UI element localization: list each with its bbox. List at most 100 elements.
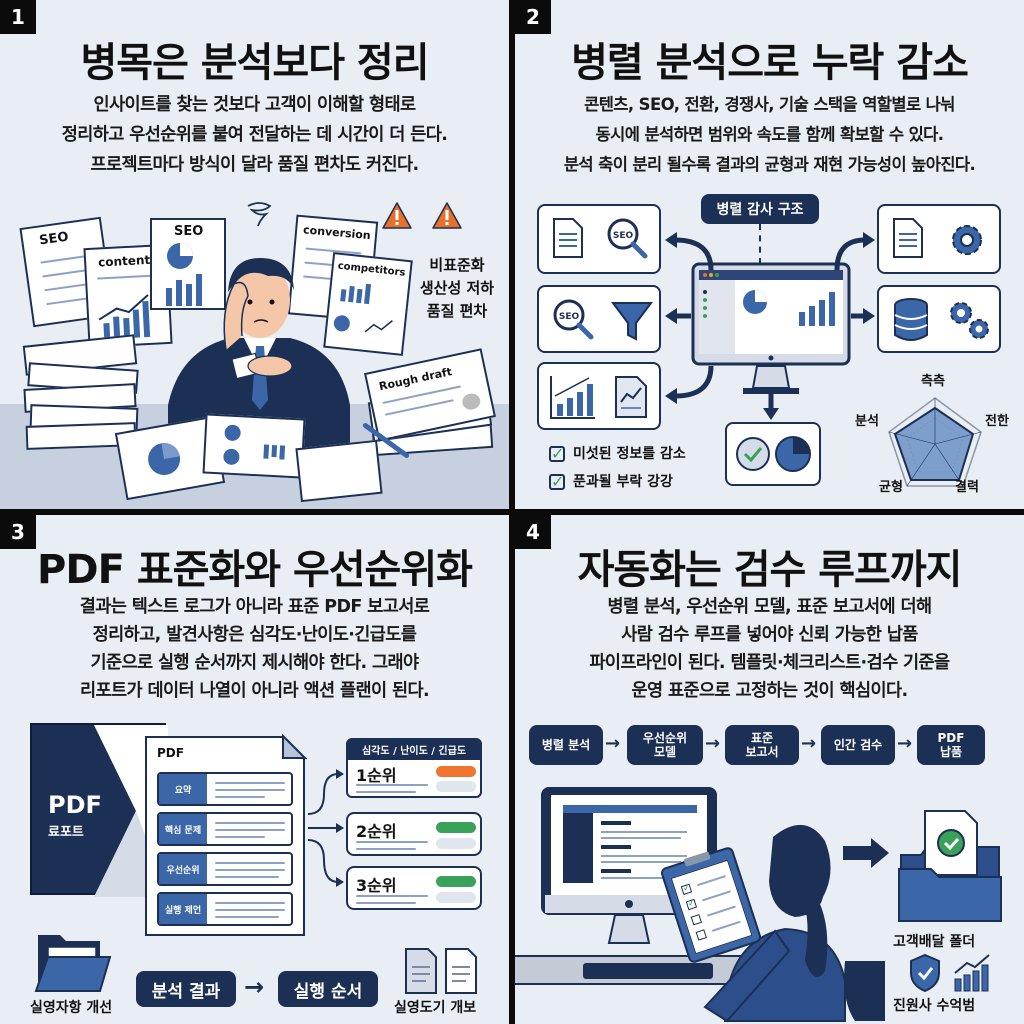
right-block-arrow-icon [843, 838, 889, 868]
panel-number: 2 [515, 0, 551, 34]
checkbox-checked-icon: ✓ [549, 444, 565, 463]
pdf-report-cover: PDF 료포트 [30, 723, 168, 897]
panel-1: 1 병목은 분석보다 정리 인사이트를 찾는 것보다 고객이 이해할 형태로 정… [0, 0, 509, 509]
right-arrow-icon: → [244, 973, 265, 1001]
trend-document-icon [615, 376, 647, 418]
checkbox-checked-icon: ✓ [685, 896, 698, 911]
priority-card-1: 1순위 [346, 758, 482, 798]
shield-check-icon [910, 953, 940, 993]
pie-chart-icon [166, 243, 202, 306]
rough-draft-stack: Rough draft [364, 348, 496, 464]
dashed-connector [759, 224, 761, 264]
radar-label: 측측 [921, 374, 945, 389]
competitors-document: competitors [323, 252, 413, 356]
description-line: 프로젝트마다 방식이 달라 품질 편차도 커진다. [90, 155, 419, 175]
right-arrow-icon: → [605, 733, 621, 754]
description-line: 기준으로 실행 순서까지 제시해야 한다. 그래야 [90, 653, 419, 673]
right-arrow-icon: → [897, 733, 913, 754]
description-line: 정리하고, 발견사항은 심각도·난이도·긴급도를 [92, 625, 417, 645]
right-arrow-icon: → [705, 733, 721, 754]
svg-text:SEO: SEO [559, 312, 580, 322]
panel-title: 병렬 분석으로 누락 감소 [571, 40, 969, 86]
pdf-document: PDF 요약 핵심 문제 우선순위 실행 제언 [145, 733, 308, 936]
checkbox-unchecked-icon [690, 914, 703, 926]
folder-icon [34, 935, 112, 992]
bar-chart-icon [550, 376, 595, 419]
radar-label: 균형 [879, 480, 903, 495]
documents-icon [405, 948, 477, 994]
radar-label: 결력 [955, 480, 979, 495]
description-line: 동시에 분석하면 범위와 속도를 함께 확보할 수 있다. [595, 125, 944, 144]
bottom-caption: 진원사 수억범 [893, 998, 976, 1014]
panel-number: 3 [0, 515, 36, 549]
gear-icon [952, 225, 982, 255]
folder-caption: 실영자항 개선 [30, 1000, 113, 1016]
desk-paper [295, 439, 383, 503]
stress-swirl-icon [247, 202, 272, 227]
panel-3: 3 PDF 표준화와 우선순위화 결과는 텍스트 로그가 아니라 표준 PDF … [0, 515, 509, 1024]
growth-chart-icon [954, 954, 990, 992]
panel-number: 1 [0, 0, 36, 34]
module-seo-funnel: SEO [537, 285, 661, 353]
description-line: 콘텐츠, SEO, 전환, 경쟁사, 기술 스택을 역할별로 나눠 [584, 95, 955, 114]
description-line: 사람 검수 루프를 넣어야 신뢰 가능한 납품 [621, 625, 918, 645]
document-icon [893, 218, 923, 258]
funnel-icon [611, 302, 653, 341]
section-summary: 요약 [157, 772, 293, 806]
panel-4: 4 자동화는 검수 루프까지 병렬 분석, 우선순위 모델, 표준 보고서에 더… [515, 515, 1024, 1024]
description-line: 리포트가 데이터 나열이 아니라 액션 플랜이 된다. [79, 681, 430, 701]
documents-caption: 실영도기 개보 [394, 1000, 477, 1016]
folder-caption: 고객배달 폴더 [893, 934, 976, 950]
description-line: 결과는 텍스트 로그가 아니라 표준 PDF 보고서로 [79, 597, 430, 617]
panel-number: 4 [515, 515, 551, 549]
gears-icon [950, 302, 989, 339]
description-line: 인사이트를 찾는 것보다 고객이 이해할 형태로 [93, 95, 417, 115]
desk-paper [114, 415, 226, 501]
priority-arrows [307, 769, 344, 887]
description-line: 정리하고 우선순위를 붙여 전달하는 데 시간이 더 든다. [61, 125, 448, 145]
radar-chart [888, 397, 982, 487]
seo-chart-document: SEO [150, 218, 226, 310]
radar-label: 전한 [985, 414, 1009, 429]
module-tech-stack [877, 285, 1001, 353]
svg-text:SEO: SEO [613, 231, 634, 241]
pipeline-step-human-review: 인간 검수 [821, 725, 895, 765]
pipeline-step-parallel-analysis: 병렬 분석 [529, 725, 603, 765]
panel-title: 병목은 분석보다 정리 [80, 40, 429, 86]
database-icon [894, 298, 928, 341]
check-circle-icon [736, 437, 770, 471]
bar-chart-icon [98, 294, 151, 340]
keyboard [583, 963, 713, 979]
description-line: 분석 축이 분리 될수록 결과의 균형과 재현 가능성이 높아진다. [563, 155, 976, 174]
panel-title: 자동화는 검수 루프까지 [577, 547, 963, 593]
checkbox-unchecked-icon [695, 929, 707, 941]
bar-chart-icon [333, 283, 393, 333]
right-arrow-icon: → [801, 733, 817, 754]
parallel-audit-header: 병렬 감사 구조 [701, 194, 819, 224]
content-document: content [83, 243, 173, 349]
panel-2: 2 병렬 분석으로 누락 감소 콘텐츠, SEO, 전환, 경쟁사, 기술 스택… [515, 0, 1024, 509]
section-recommendations: 실행 제언 [157, 892, 293, 926]
warning-icon [432, 202, 462, 229]
seo-magnifier-icon: SEO [553, 299, 594, 340]
execution-order-label: 실행 순서 [278, 971, 378, 1007]
analysis-result-label: 분석 결과 [136, 971, 236, 1007]
delivery-folder-icon [898, 810, 1002, 922]
warning-icon [382, 202, 412, 229]
section-priorities: 우선순위 [157, 852, 293, 886]
description-line: 파이프라인이 된다. 템플릿·체크리스트·검수 기준을 [589, 653, 950, 673]
priority-card-2: 2순위 [346, 812, 482, 856]
output-results [725, 422, 821, 486]
flow-arrows [665, 232, 875, 420]
document-icon [553, 218, 583, 258]
desk-paper [202, 413, 306, 479]
radar-label: 분석 [855, 414, 879, 429]
human-reviewer [703, 824, 885, 1023]
issue-list: 비표준화 생산성 저하 품질 편차 [419, 256, 495, 320]
panel-description: 병렬 분석, 우선순위 모델, 표준 보고서에 더해 사람 검수 루프를 넣어야… [525, 593, 1014, 705]
description-line: 병렬 분석, 우선순위 모델, 표준 보고서에 더해 [607, 597, 932, 617]
